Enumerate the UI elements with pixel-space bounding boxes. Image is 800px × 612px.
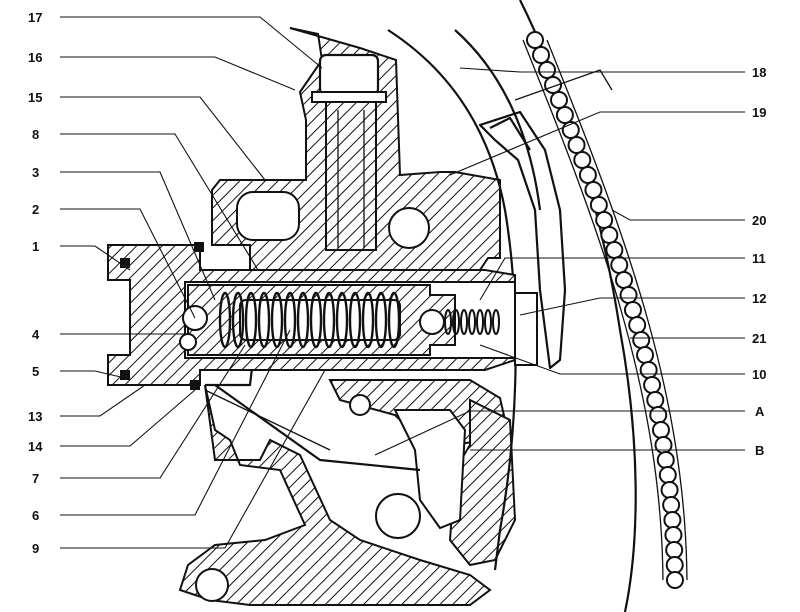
label-6: 6 xyxy=(32,508,39,523)
label-2: 2 xyxy=(32,202,39,217)
chain-roller xyxy=(549,91,568,109)
timing-chain xyxy=(522,31,688,589)
label-17: 17 xyxy=(28,10,42,25)
callout-labels: 17 16 15 8 3 2 1 4 5 13 14 7 6 9 18 19 2… xyxy=(28,10,766,556)
chain-roller xyxy=(623,301,642,319)
chain-roller xyxy=(665,541,684,559)
label-19: 19 xyxy=(752,105,766,120)
chain-roller xyxy=(639,361,658,379)
chain-roller xyxy=(544,76,563,94)
chain-roller xyxy=(567,136,586,154)
label-12: 12 xyxy=(752,291,766,306)
label-B: B xyxy=(755,443,764,458)
chain-roller xyxy=(555,106,574,124)
label-10: 10 xyxy=(752,367,766,382)
chain-roller xyxy=(578,166,597,184)
chain-roller xyxy=(654,436,673,454)
chain-roller xyxy=(651,421,670,439)
chain-roller xyxy=(589,196,608,214)
label-14: 14 xyxy=(28,439,43,454)
chain-roller xyxy=(662,496,681,514)
chain-roller xyxy=(665,571,684,589)
tensioner-assembly xyxy=(107,242,538,390)
chain-roller xyxy=(619,286,638,304)
chain-roller xyxy=(632,331,651,349)
label-5: 5 xyxy=(32,364,39,379)
chain-roller xyxy=(663,511,682,529)
label-13: 13 xyxy=(28,409,42,424)
bolt xyxy=(311,53,387,251)
chain-roller xyxy=(538,61,557,79)
label-3: 3 xyxy=(32,165,39,180)
label-21: 21 xyxy=(752,331,766,346)
chain-roller xyxy=(610,256,629,274)
tensioner-rail xyxy=(478,69,613,370)
label-7: 7 xyxy=(32,471,39,486)
chain-roller xyxy=(532,46,551,64)
chain-roller xyxy=(636,346,655,364)
label-9: 9 xyxy=(32,541,39,556)
label-18: 18 xyxy=(752,65,766,80)
label-11: 11 xyxy=(752,251,766,266)
chain-roller xyxy=(614,271,633,289)
leader-lines xyxy=(60,16,745,549)
chain-roller xyxy=(665,556,684,574)
chain-roller xyxy=(573,151,592,169)
chain-roller xyxy=(646,391,665,409)
label-1: 1 xyxy=(32,239,39,254)
label-8: 8 xyxy=(32,127,39,142)
chain-roller xyxy=(584,181,603,199)
chain-roller xyxy=(628,316,647,334)
label-15: 15 xyxy=(28,90,42,105)
label-16: 16 xyxy=(28,50,42,65)
chain-roller xyxy=(526,31,544,49)
chain-roller xyxy=(605,241,624,259)
label-4: 4 xyxy=(32,327,40,342)
label-20: 20 xyxy=(752,213,766,228)
chain-roller xyxy=(656,451,675,469)
chain-roller xyxy=(660,481,679,499)
chain-roller xyxy=(600,226,619,244)
chain-roller xyxy=(643,376,662,394)
chain-roller xyxy=(595,211,614,229)
chain-roller xyxy=(649,406,668,424)
chain-roller xyxy=(664,526,683,544)
chain-roller xyxy=(658,466,677,484)
label-A: A xyxy=(755,404,765,419)
